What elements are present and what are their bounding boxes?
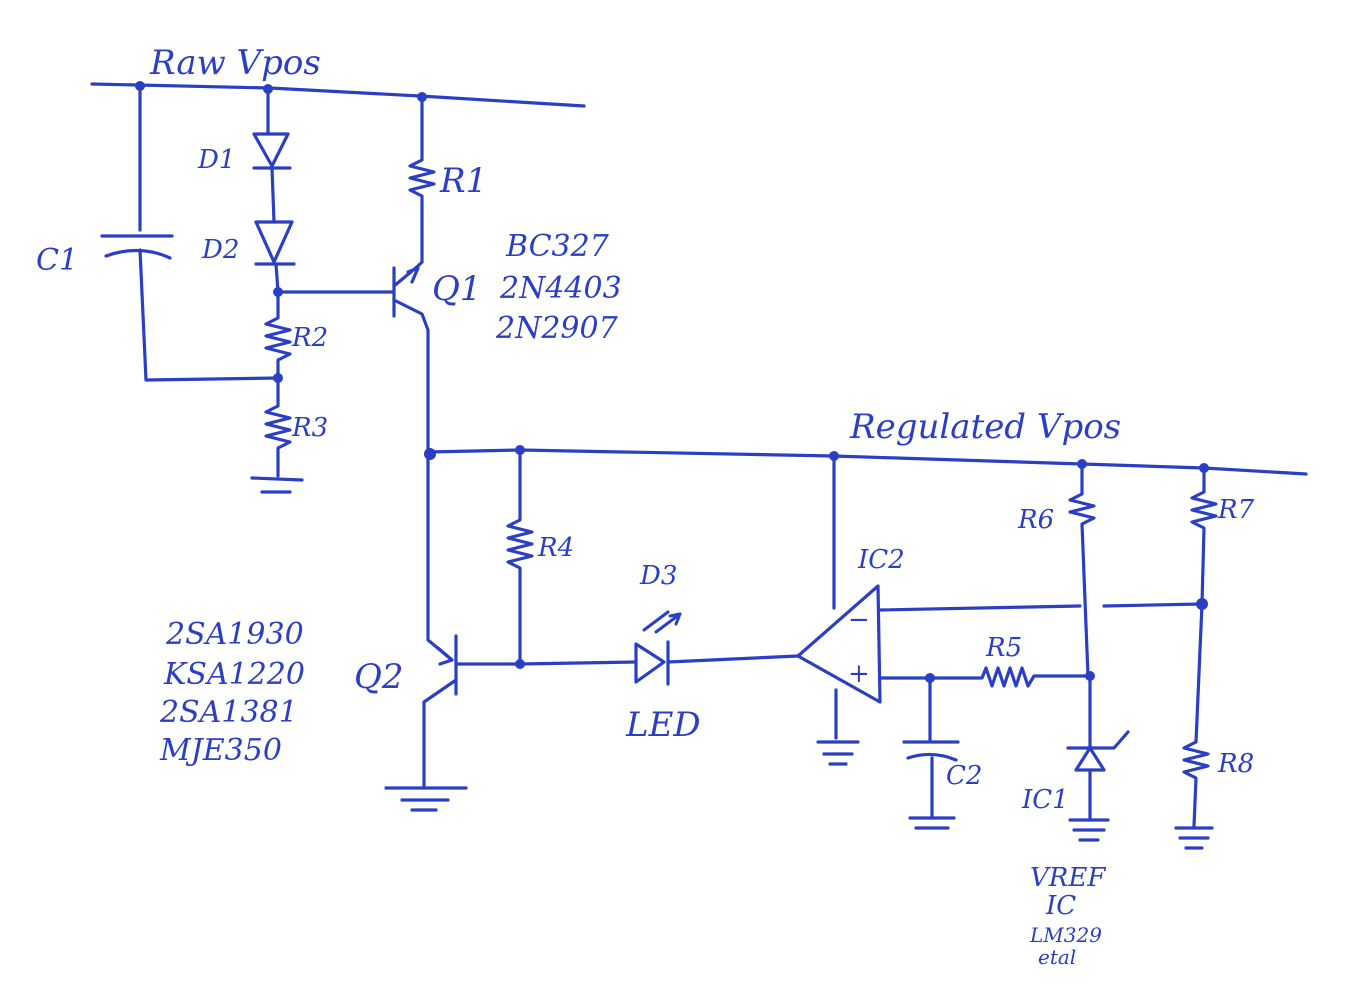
r6-label: R6	[1017, 505, 1054, 535]
q1-label: Q1	[432, 269, 482, 309]
q1-part-list: BC327 2N4403 2N2907	[495, 229, 622, 346]
r1-label: R1	[439, 161, 487, 201]
vref-note: VREF IC LM329 etal	[1029, 863, 1106, 969]
vref-line-2: IC	[1045, 891, 1076, 921]
q2-part-2: KSA1220	[163, 657, 305, 692]
r8-label: R8	[1217, 749, 1254, 779]
q2-part-4: MJE350	[159, 733, 282, 768]
vref-line-1: VREF	[1030, 863, 1106, 893]
r1-resistor	[408, 95, 436, 264]
vref-line-4: etal	[1038, 945, 1076, 969]
d1-label: D1	[197, 145, 235, 175]
q2-part-3: 2SA1381	[159, 695, 298, 730]
q2-ground-symbol	[384, 786, 468, 812]
c2-label: C2	[946, 761, 982, 791]
raw-vpos-rail	[90, 81, 586, 108]
opamp-inverting-input: −	[848, 605, 870, 635]
regulated-vpos-rail	[424, 445, 1308, 476]
r3-ground-symbol	[250, 476, 304, 494]
r3-resistor	[264, 376, 292, 478]
c2-capacitor	[902, 673, 960, 830]
q2-part-1: 2SA1930	[165, 617, 304, 652]
d2-label: D2	[201, 235, 239, 265]
ic2-opamp	[796, 454, 1204, 740]
r5-resistor	[928, 666, 1095, 688]
q1-part-3: 2N2907	[495, 311, 619, 346]
r2-resistor	[264, 290, 292, 383]
r7-resistor	[1190, 466, 1218, 610]
q2-transistor	[422, 450, 522, 788]
d2-diode	[254, 220, 296, 294]
led-label: LED	[625, 705, 701, 745]
r5-label: R5	[985, 633, 1022, 663]
d3-label: D3	[639, 561, 677, 591]
r4-resistor	[506, 448, 534, 669]
opamp-noninverting-input: +	[848, 659, 870, 689]
r8-resistor	[1174, 602, 1214, 850]
ic1-label: IC1	[1021, 785, 1069, 815]
ic2-ground-symbol	[816, 740, 860, 766]
q1-part-1: BC327	[505, 229, 610, 264]
q1-transistor	[392, 260, 430, 454]
regulated-vpos-label: Regulated Vpos	[849, 407, 1121, 447]
raw-vpos-label: Raw Vpos	[149, 43, 321, 83]
d3-led	[518, 610, 800, 686]
r6-resistor	[1068, 462, 1096, 678]
r7-label: R7	[1217, 495, 1255, 525]
ic2-label: IC2	[857, 545, 905, 575]
c1-capacitor	[100, 84, 280, 382]
c1-label: C1	[36, 243, 78, 278]
q2-label: Q2	[354, 657, 404, 697]
vref-line-3: LM329	[1029, 923, 1102, 947]
r4-label: R4	[537, 533, 574, 563]
ic1-reference	[1066, 674, 1130, 842]
d1-diode	[252, 87, 292, 224]
q1-part-2: 2N4403	[499, 271, 622, 306]
r2-label: R2	[291, 323, 328, 353]
q2-part-list: 2SA1930 KSA1220 2SA1381 MJE350	[159, 617, 305, 768]
r3-label: R3	[291, 413, 328, 443]
